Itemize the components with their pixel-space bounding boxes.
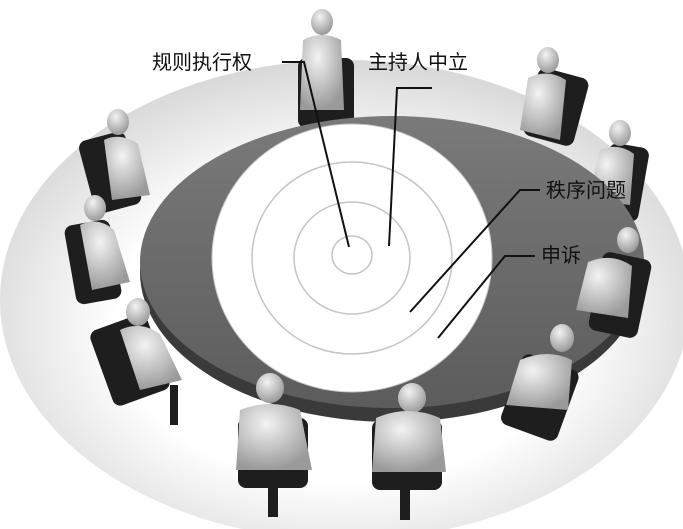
leader-line-neutral — [388, 87, 432, 247]
figure-front-left — [236, 373, 312, 517]
figure-right-middle — [576, 227, 652, 338]
label-order: 秩序问题 — [546, 178, 626, 202]
leader-line-appeal — [437, 255, 535, 339]
figure-front-right — [372, 383, 446, 520]
figure-left-front — [90, 298, 182, 425]
figure-left-middle — [64, 195, 130, 305]
concentric-rings — [211, 123, 493, 393]
ring-inner — [331, 235, 373, 275]
label-neutral: 主持人中立 — [368, 50, 468, 74]
label-rules: 规则执行权 — [152, 50, 252, 74]
label-appeal: 申诉 — [541, 243, 581, 267]
leader-line-rules — [282, 61, 350, 248]
figure-back-left — [79, 109, 150, 214]
figure-right-front — [501, 324, 579, 441]
leader-line-order — [409, 189, 540, 313]
leader-lines — [282, 61, 540, 339]
figure-back-right — [520, 47, 589, 146]
